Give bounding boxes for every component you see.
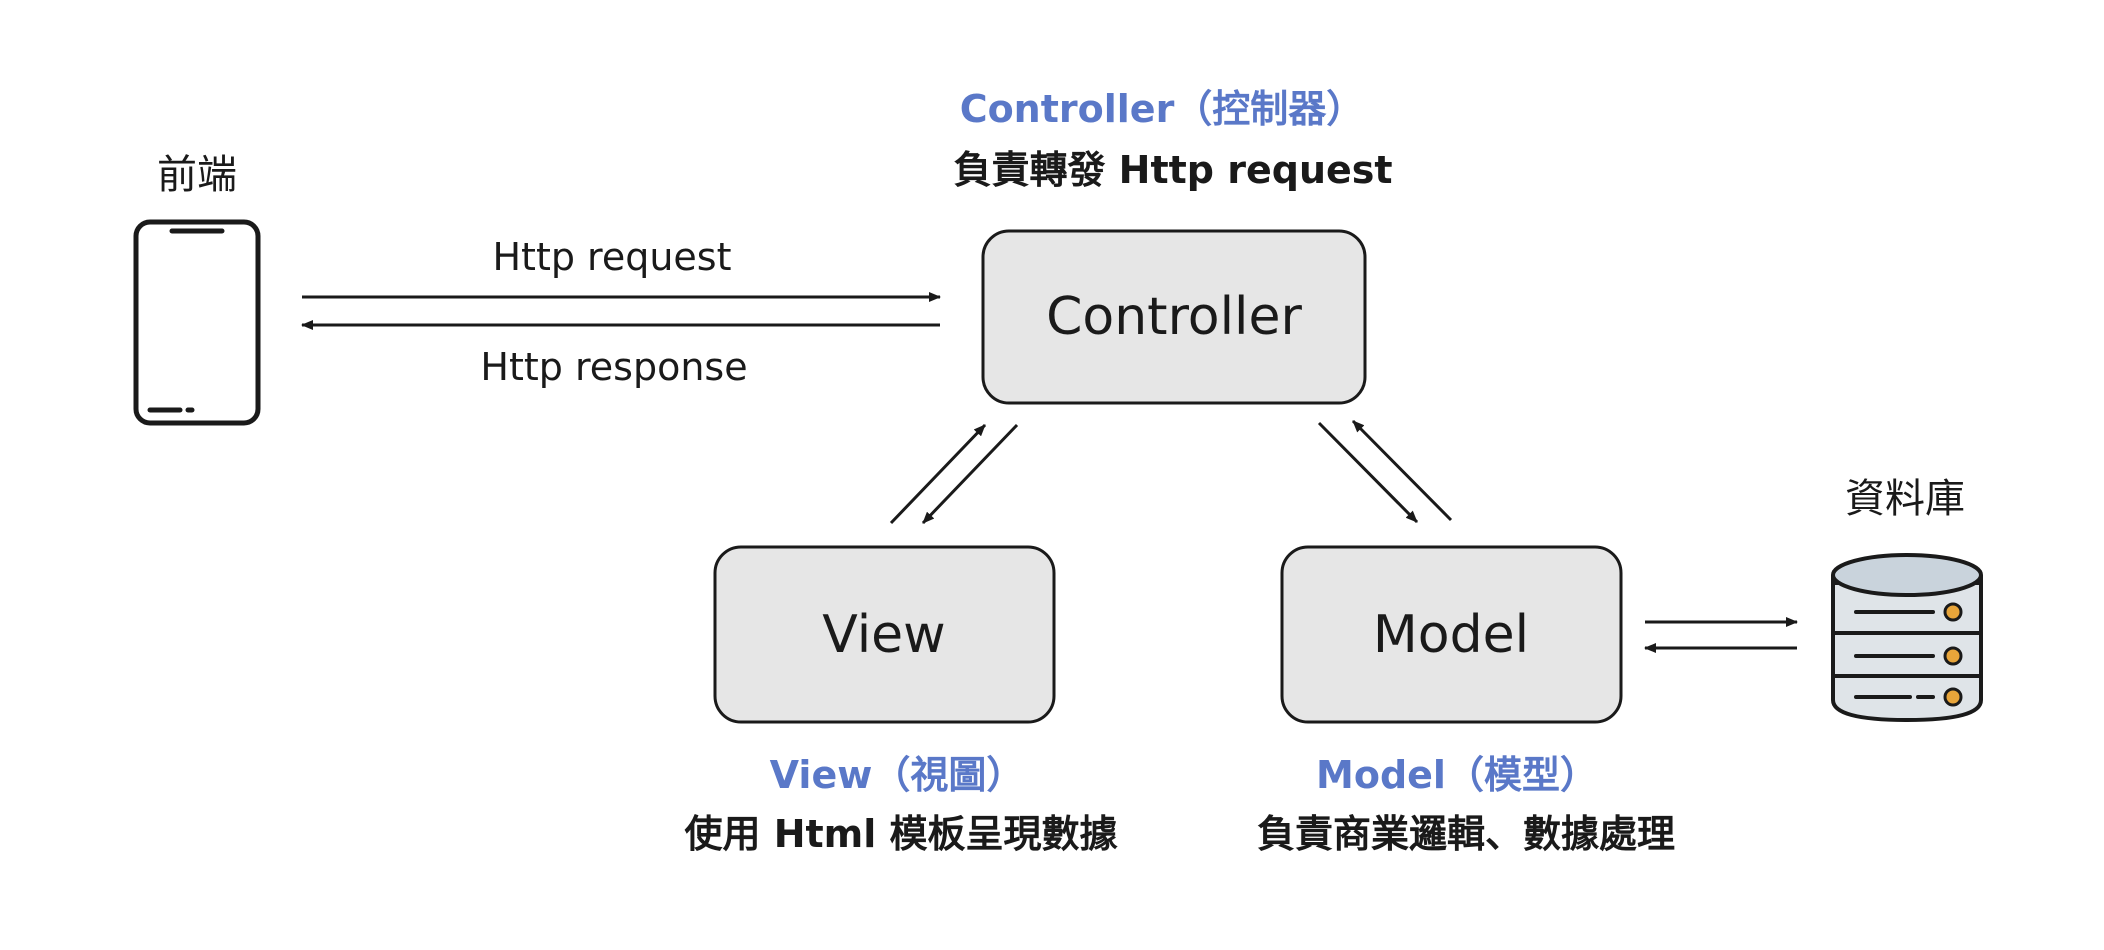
- controller-to-model-arrow: [1317, 421, 1419, 524]
- database-label: 資料庫: [1845, 476, 1965, 522]
- view-box-label: View: [822, 605, 945, 665]
- smartphone-icon: [133, 219, 261, 426]
- controller-box-label: Controller: [1046, 287, 1302, 347]
- controller-box: Controller: [981, 229, 1367, 405]
- model-to-controller-arrow: [1351, 419, 1453, 522]
- model-box-label: Model: [1373, 605, 1529, 665]
- model-title: Model（模型）: [1316, 753, 1598, 797]
- http-response-label: Http response: [480, 345, 747, 389]
- model-box: Model: [1280, 545, 1623, 724]
- http-request-label: Http request: [492, 235, 731, 279]
- database-icon: [1831, 553, 1983, 723]
- controller-description: 負責轉發 Http request: [953, 148, 1392, 192]
- frontend-label: 前端: [157, 152, 237, 198]
- view-box: View: [713, 545, 1056, 724]
- view-to-controller-arrow: [889, 423, 987, 525]
- controller-to-view-arrow: [921, 423, 1019, 525]
- model-description: 負責商業邏輯、數據處理: [1257, 812, 1675, 856]
- view-title: View（視圖）: [770, 753, 1025, 797]
- controller-title: Controller（控制器）: [960, 87, 1365, 131]
- view-description: 使用 Html 模板呈現數據: [684, 812, 1118, 856]
